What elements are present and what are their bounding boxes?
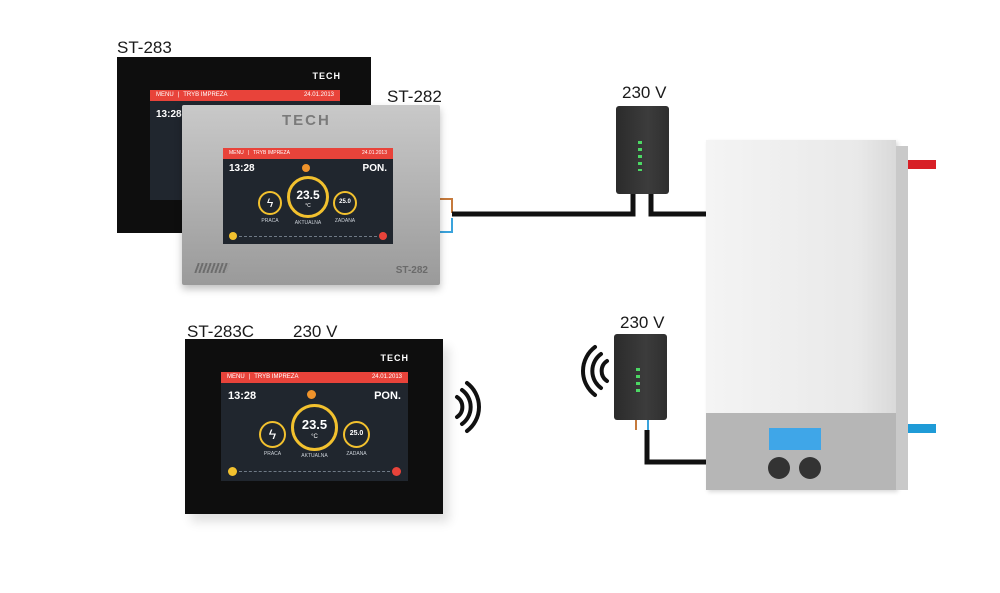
module-led-column	[636, 368, 640, 396]
st282-brown-terminal-wire	[440, 198, 453, 213]
clock-time: 13:28	[156, 109, 182, 120]
boiler-knob-left[interactable]	[768, 457, 790, 479]
temperature-slider-track[interactable]	[239, 236, 377, 237]
lightning-icon: ϟ	[268, 426, 277, 442]
temperature-unit: °C	[311, 434, 318, 440]
caption-current: AKTUALNA	[301, 453, 328, 459]
caption-current: AKTUALNA	[294, 220, 322, 226]
label-st-282: ST-282	[387, 87, 442, 106]
st-282-side-vent	[194, 263, 230, 273]
relay-module-bottom	[614, 334, 667, 420]
set-temperature: 25.0	[339, 199, 351, 205]
blue-cold-pipe	[896, 424, 936, 433]
clock-time: 13:28	[229, 163, 255, 174]
label-230v-top-module: 230 V	[622, 83, 667, 102]
temperature-slider-track[interactable]	[239, 471, 390, 472]
boiler	[706, 140, 908, 490]
caption-set: ZADANA	[334, 218, 356, 224]
st282-blue-terminal-wire	[440, 218, 453, 233]
status-bar: MENU|TRYB IMPREZA 24.01.2013	[150, 90, 340, 101]
relay-module-top	[616, 106, 669, 194]
st-282-screen[interactable]: MENU|TRYB IMPREZA 24.01.2013 13:28 PON. …	[223, 148, 393, 244]
menu-label[interactable]: MENU	[229, 150, 244, 156]
current-temperature: 23.5	[301, 417, 328, 432]
menu-label[interactable]: MENU	[227, 374, 245, 380]
cable-top-module-to-boiler	[648, 193, 706, 217]
lightning-icon: ϟ	[266, 196, 274, 210]
minus-icon[interactable]	[229, 232, 237, 240]
tech-logo: TECH	[312, 71, 341, 81]
caption-work: PRACA	[263, 451, 282, 457]
caption-work: PRACA	[261, 218, 279, 224]
boiler-display	[769, 428, 821, 450]
work-mode-ring[interactable]: ϟ	[259, 421, 286, 448]
current-temperature-ring: 23.5 °C	[291, 404, 338, 451]
status-bar: MENU|TRYB IMPREZA 24.01.2013	[223, 148, 393, 159]
set-temperature-ring[interactable]: 25.0	[333, 191, 357, 215]
clock-time: 13:28	[228, 390, 257, 402]
boiler-control-panel	[706, 413, 896, 490]
red-hot-pipe	[896, 160, 936, 169]
cable-bottom-module-to-boiler	[644, 430, 706, 465]
boiler-right-shade	[896, 146, 908, 490]
date-label: 24.01.2013	[361, 150, 387, 156]
set-temperature: 25.0	[349, 430, 364, 437]
menu-label[interactable]: MENU	[156, 92, 174, 98]
st-283c-screen[interactable]: MENU|TRYB IMPREZA 24.01.2013 13:28 PON. …	[221, 372, 408, 481]
cable-st282-to-top-module	[452, 193, 636, 217]
label-st-283: ST-283	[117, 38, 172, 57]
label-230v-st283c: 230 V	[293, 322, 338, 341]
tech-logo: TECH	[380, 353, 409, 363]
temperature-unit: °C	[305, 203, 311, 209]
current-temperature-ring: 23.5 °C	[287, 176, 329, 218]
current-temperature: 23.5	[296, 188, 320, 202]
minus-icon[interactable]	[228, 467, 237, 476]
caption-set: ZADANA	[346, 451, 367, 457]
st-282-controller: TECH MENU|TRYB IMPREZA 24.01.2013 13:28 …	[182, 105, 440, 285]
mode-label: TRYB IMPREZA	[253, 150, 290, 156]
set-temperature-ring[interactable]: 25.0	[343, 421, 370, 448]
date-label: 24.01.2013	[303, 92, 334, 98]
status-bar: MENU|TRYB IMPREZA 24.01.2013	[221, 372, 408, 383]
date-label: 24.01.2013	[371, 374, 402, 380]
sun-icon	[302, 164, 310, 172]
day-label: PON.	[374, 390, 401, 402]
label-230v-bottom-module: 230 V	[620, 313, 665, 332]
label-st-283c: ST-283C	[187, 322, 255, 341]
boiler-knob-right[interactable]	[799, 457, 821, 479]
sun-icon	[307, 390, 316, 399]
wireless-signal-icon	[581, 345, 609, 397]
st-283c-controller: TECH MENU|TRYB IMPREZA 24.01.2013 13:28 …	[185, 339, 443, 514]
day-label: PON.	[362, 163, 387, 174]
plus-icon[interactable]	[379, 232, 387, 240]
st-282-badge: ST-282	[395, 265, 428, 276]
plus-icon[interactable]	[392, 467, 401, 476]
mode-label: TRYB IMPREZA	[183, 92, 228, 98]
module-led-column	[638, 141, 642, 171]
tech-logo: TECH	[282, 112, 331, 129]
wireless-signal-icon	[455, 381, 481, 433]
mode-label: TRYB IMPREZA	[254, 374, 299, 380]
work-mode-ring[interactable]: ϟ	[258, 191, 282, 215]
